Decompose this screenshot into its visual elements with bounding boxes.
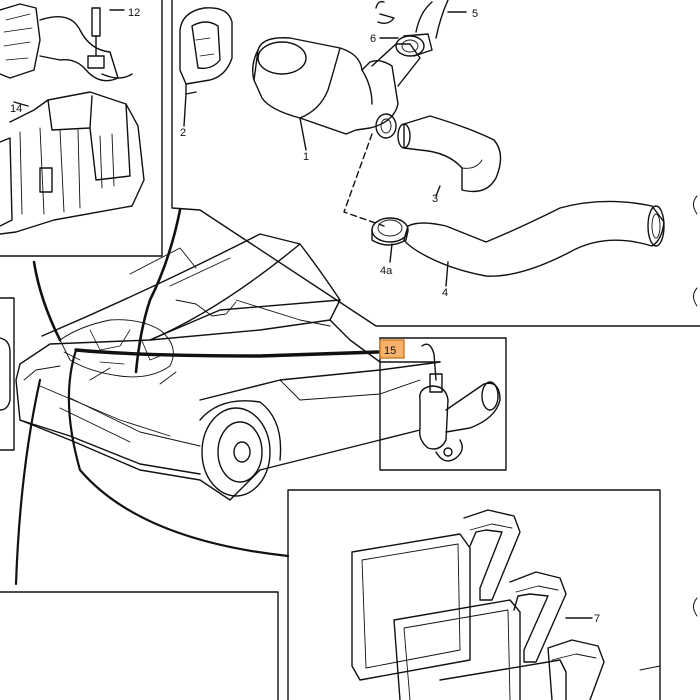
margin-marks (693, 195, 698, 617)
panel-top-right (171, 0, 700, 327)
panel-bottom-right (287, 489, 661, 700)
panel-top-left (0, 0, 163, 257)
callout-2: 2 (180, 127, 186, 139)
callout-4a: 4a (380, 265, 393, 277)
callout-15[interactable]: 15 (384, 345, 396, 357)
callout-7: 7 (594, 613, 600, 625)
panel-bottom-left (0, 591, 279, 700)
panel-left-mid (0, 297, 15, 451)
callout-3: 3 (432, 193, 438, 205)
car-illustration (15, 233, 441, 501)
connector-lines (14, 208, 380, 586)
callout-14: 14 (10, 103, 22, 115)
callout-4: 4 (442, 287, 448, 299)
panel-15 (379, 337, 507, 471)
callout-5: 5 (472, 8, 478, 20)
callout-1: 1 (303, 151, 309, 163)
callout-12: 12 (128, 7, 140, 19)
callout-6: 6 (370, 33, 376, 45)
callout-15-highlight (379, 339, 405, 359)
